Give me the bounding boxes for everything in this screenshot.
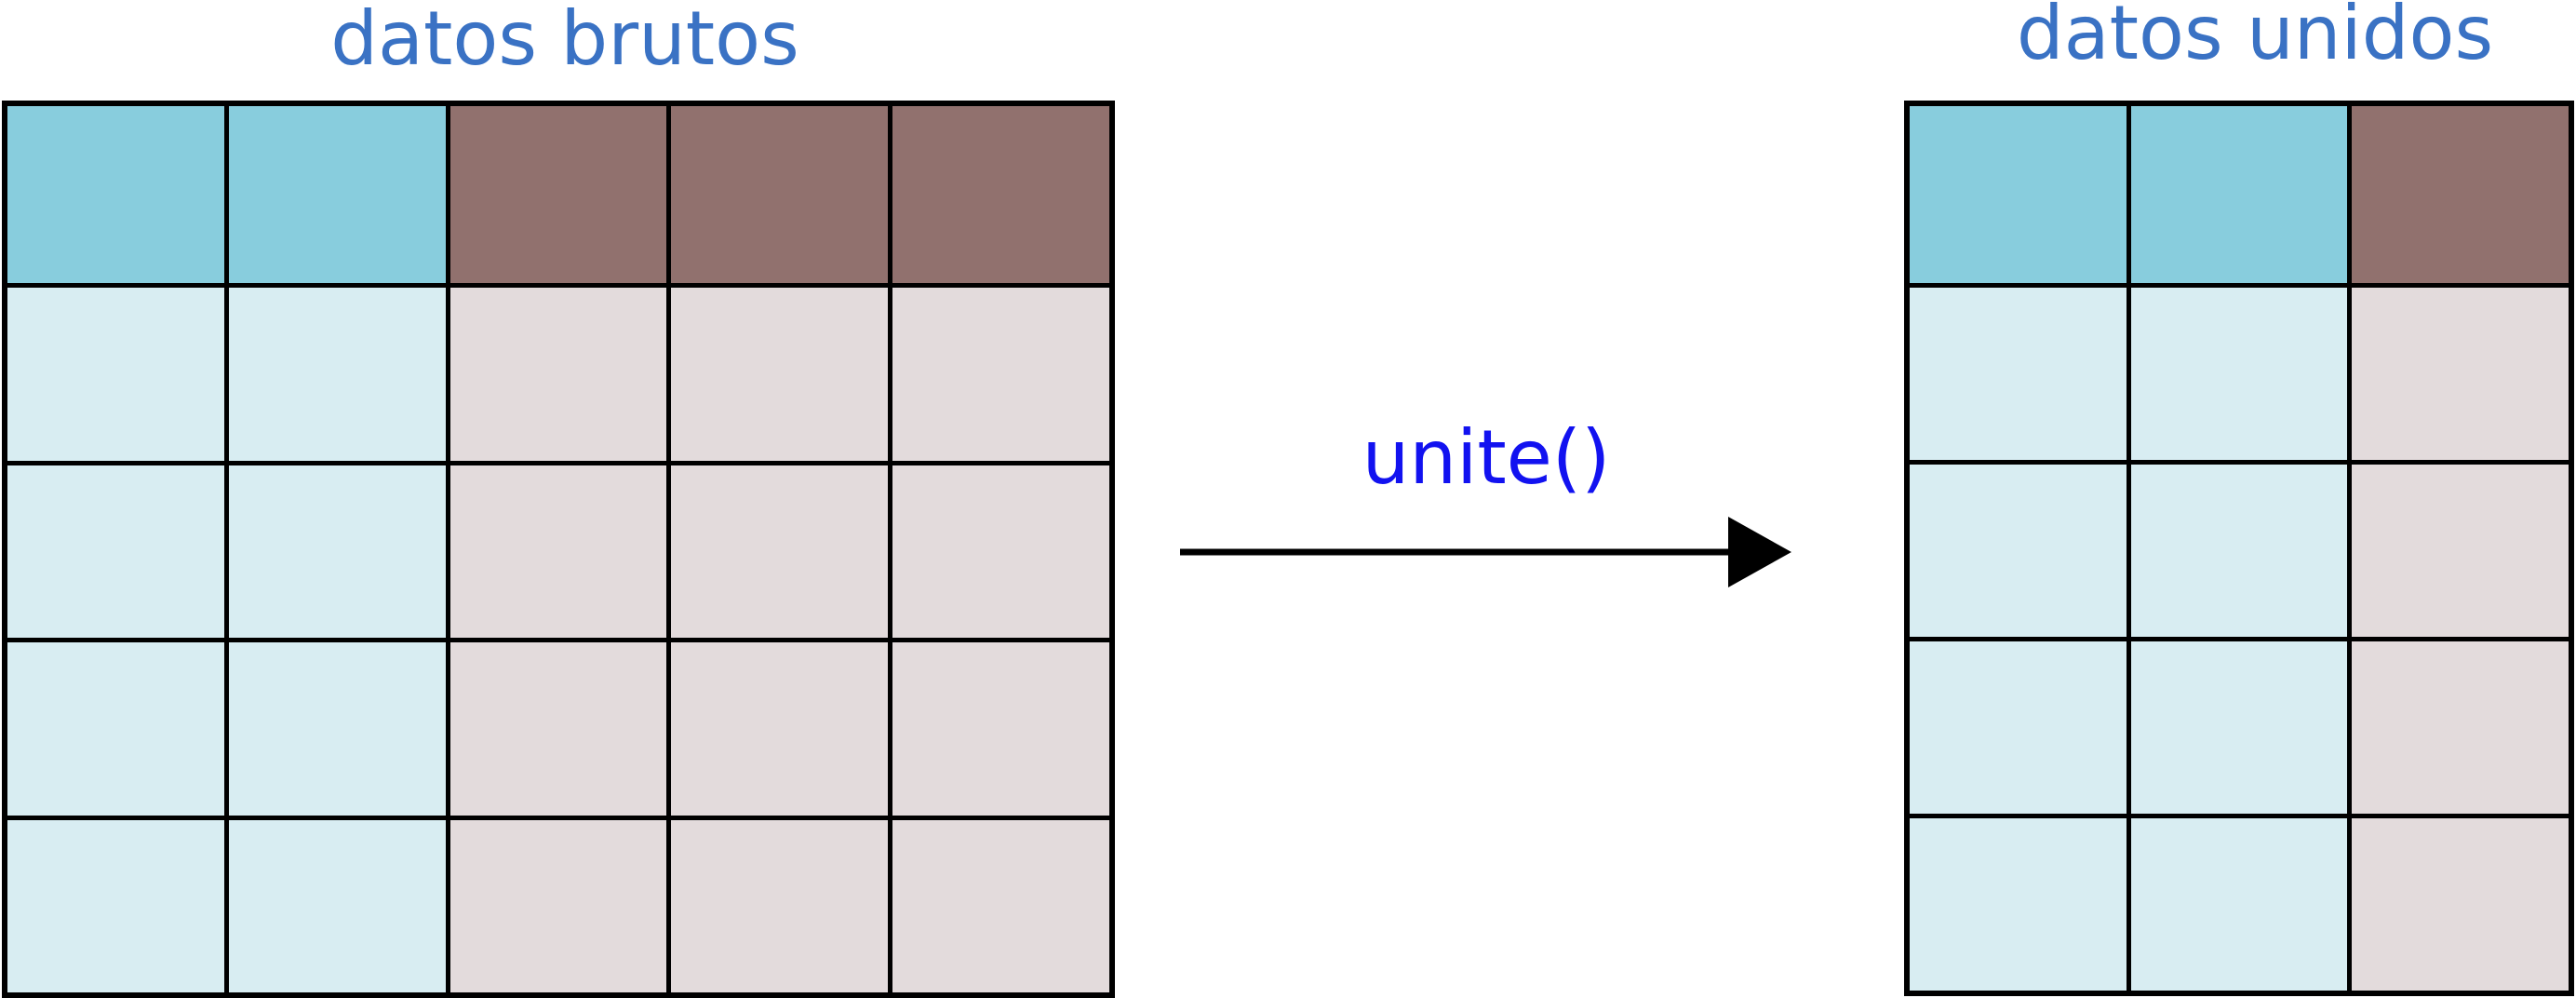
key-data-cell xyxy=(228,288,446,461)
united-data-table xyxy=(1904,101,2574,996)
key-data-cell xyxy=(2130,641,2348,814)
key-header-cell xyxy=(7,106,224,284)
key-data-cell xyxy=(1910,464,2127,637)
key-header-cell xyxy=(1910,106,2127,283)
value-header-cell xyxy=(449,106,667,284)
value-data-cell xyxy=(671,288,889,461)
raw-data-title: datos brutos xyxy=(330,0,799,82)
key-data-cell xyxy=(2130,464,2348,637)
key-data-cell xyxy=(7,288,224,461)
key-data-cell xyxy=(228,819,446,992)
value-data-cell xyxy=(892,819,1109,992)
key-header-cell xyxy=(2130,106,2348,283)
value-header-cell xyxy=(2352,106,2569,283)
key-data-cell xyxy=(1910,817,2127,991)
key-data-cell xyxy=(1910,641,2127,814)
key-data-cell xyxy=(7,465,224,639)
value-data-cell xyxy=(449,288,667,461)
key-data-cell xyxy=(228,642,446,816)
value-data-cell xyxy=(449,642,667,816)
value-data-cell xyxy=(892,465,1109,639)
raw-data-table xyxy=(2,101,1115,998)
united-data-title: datos unidos xyxy=(2016,0,2494,76)
value-data-cell xyxy=(2352,817,2569,991)
value-data-cell xyxy=(449,819,667,992)
key-data-cell xyxy=(7,819,224,992)
key-data-cell xyxy=(2130,287,2348,460)
value-data-cell xyxy=(671,642,889,816)
key-data-cell xyxy=(7,642,224,816)
transform-arrow-icon xyxy=(1180,517,1791,587)
value-data-cell xyxy=(2352,641,2569,814)
unite-function-label: unite() xyxy=(1362,414,1611,501)
value-data-cell xyxy=(892,288,1109,461)
value-data-cell xyxy=(892,642,1109,816)
value-data-cell xyxy=(671,819,889,992)
key-header-cell xyxy=(228,106,446,284)
value-data-cell xyxy=(671,465,889,639)
value-header-cell xyxy=(671,106,889,284)
value-header-cell xyxy=(892,106,1109,284)
arrow-head xyxy=(1728,517,1791,587)
key-data-cell xyxy=(228,465,446,639)
value-data-cell xyxy=(2352,464,2569,637)
key-data-cell xyxy=(2130,817,2348,991)
value-data-cell xyxy=(449,465,667,639)
value-data-cell xyxy=(2352,287,2569,460)
key-data-cell xyxy=(1910,287,2127,460)
